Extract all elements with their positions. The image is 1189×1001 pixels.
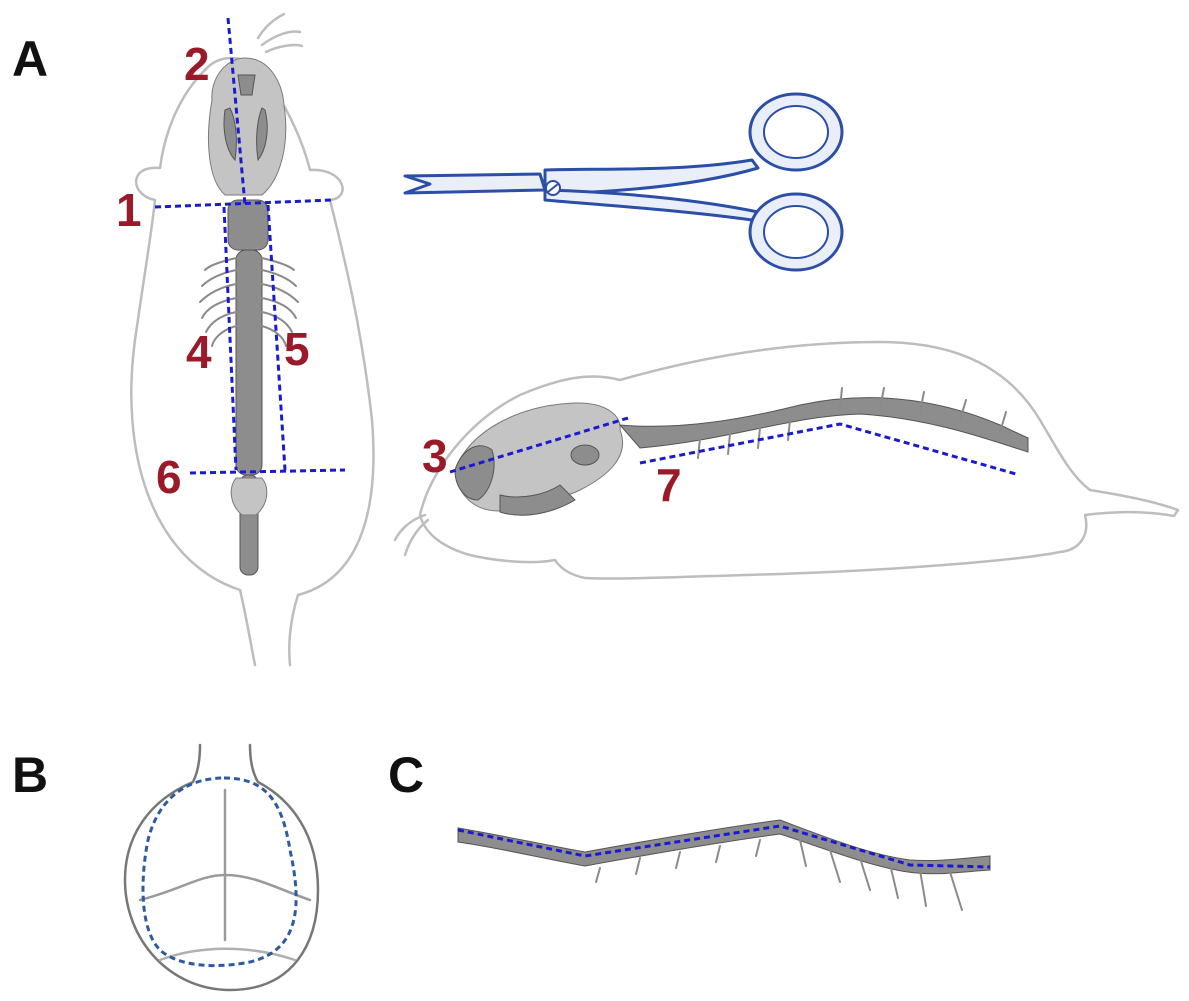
cut-number-1: 1 <box>116 184 142 236</box>
whiskers-dorsal <box>258 14 302 52</box>
skull-cut-outline <box>143 778 296 966</box>
skull-lateral <box>455 403 623 515</box>
panel-label-a: A <box>12 31 48 87</box>
cut-number-7: 7 <box>656 459 682 511</box>
panel-c-spine <box>458 820 990 910</box>
cut-number-6: 6 <box>156 451 182 503</box>
cut-number-5: 5 <box>284 323 310 375</box>
panel-label-c: C <box>388 747 424 803</box>
skull-dorsal <box>208 58 285 195</box>
spine-lateral <box>620 388 1028 458</box>
skull-cap-outline <box>125 745 318 990</box>
cut-number-2: 2 <box>184 38 210 90</box>
panel-a-lateral-view: 3 7 <box>395 342 1178 579</box>
cut-number-3: 3 <box>422 430 448 482</box>
cut-number-4: 4 <box>186 326 212 378</box>
spine-dorsal <box>228 200 268 575</box>
scissors-icon <box>405 94 842 270</box>
panel-a-dorsal-view: 1 2 4 5 6 <box>116 14 373 665</box>
cut-line-6 <box>190 470 345 473</box>
panel-b-skull-cap <box>125 745 318 990</box>
panel-label-b: B <box>12 747 48 803</box>
